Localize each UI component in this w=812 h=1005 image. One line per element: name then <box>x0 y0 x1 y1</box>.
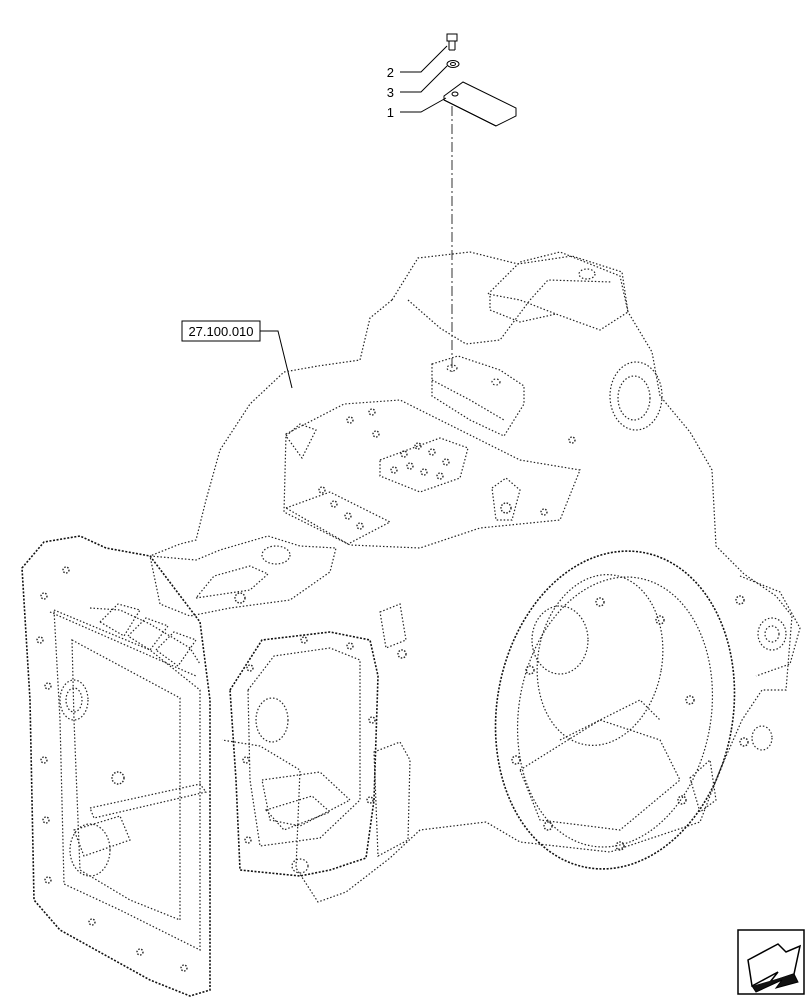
callout-label: 3 <box>387 85 394 100</box>
bell-housing-holes <box>511 595 749 851</box>
deck-bolt-holes <box>318 408 576 530</box>
callout-leaders <box>400 45 448 113</box>
reference-leader <box>260 330 293 389</box>
callout-label: 2 <box>387 65 394 80</box>
bolt-part <box>446 33 458 51</box>
reference-box[interactable]: 27.100.010 <box>181 320 261 342</box>
transmission-housing <box>21 251 801 997</box>
reference-label: 27.100.010 <box>188 324 253 339</box>
washer-part <box>446 60 460 68</box>
plate-part <box>443 81 517 127</box>
next-page-arrow-icon[interactable] <box>737 929 805 995</box>
side-frame-holes <box>242 636 407 844</box>
callout-label: 1 <box>387 105 394 120</box>
front-face-holes <box>36 566 188 972</box>
